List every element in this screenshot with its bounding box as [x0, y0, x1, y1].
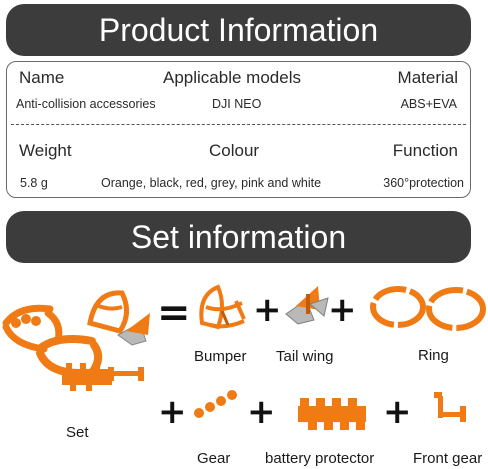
tail-wing-image — [285, 286, 329, 325]
weight-label: Weight — [19, 141, 72, 160]
gear-label: Gear — [197, 450, 231, 467]
gear-image — [194, 390, 237, 418]
ring-label: Ring — [418, 347, 449, 364]
set-label: Set — [66, 424, 89, 441]
product-information-title: Product Information — [98, 12, 379, 48]
colour-label: Colour — [209, 141, 260, 160]
front-gear-label: Front gear — [413, 450, 483, 467]
plus-sign-4: + — [247, 392, 276, 432]
tail-wing-label: Tail wing — [276, 348, 334, 365]
plus-sign-5: + — [383, 392, 412, 432]
applicable-models-value: DJI NEO — [212, 97, 262, 111]
ring-image — [370, 286, 486, 331]
product-information-banner: Product Information — [6, 4, 471, 56]
bumper-image — [199, 284, 246, 330]
material-label: Material — [397, 68, 458, 87]
battery-protector-label: battery protector — [265, 450, 375, 467]
table-divider — [11, 124, 466, 125]
plus-sign-3: + — [158, 392, 187, 432]
function-label: Function — [392, 141, 458, 160]
applicable-models-label: Applicable models — [163, 68, 301, 87]
material-value: ABS+EVA — [400, 97, 457, 111]
name-value: Anti-collision accessories — [16, 97, 156, 111]
plus-sign-1: + — [253, 290, 282, 330]
function-value: 360°protection — [383, 176, 464, 190]
set-information-banner: Set information — [6, 211, 471, 263]
plus-sign-2: + — [328, 290, 357, 330]
colour-value: Orange, black, red, grey, pink and white — [101, 176, 322, 190]
equals-sign: = — [157, 290, 191, 336]
weight-value: 5.8 g — [20, 176, 48, 190]
product-info-table: Name Applicable models Material Anti-col… — [6, 61, 471, 198]
full-set-image — [2, 290, 150, 391]
front-gear-image — [434, 392, 466, 422]
name-label: Name — [19, 68, 65, 87]
set-information-title: Set information — [130, 219, 347, 255]
bumper-label: Bumper — [194, 348, 247, 365]
battery-protector-image — [298, 398, 366, 430]
